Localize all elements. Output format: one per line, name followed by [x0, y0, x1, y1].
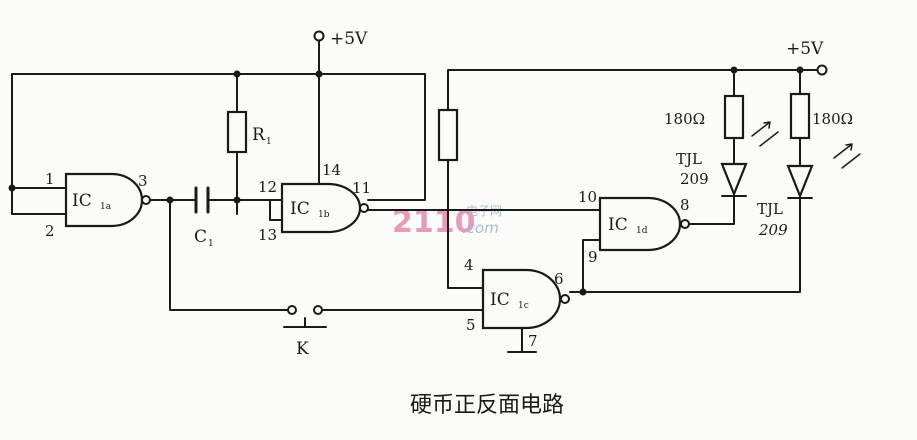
vcc-terminal-left	[313, 30, 325, 42]
label-r-left: 180Ω	[664, 110, 705, 128]
wire-right-rail	[447, 69, 819, 111]
vcc-terminal-right	[816, 64, 828, 76]
wire-switch	[169, 199, 484, 311]
label-r1-sub: 1	[266, 137, 272, 147]
label-led-left-type: TJL	[676, 150, 702, 168]
gate-label-ic1a: IC	[72, 191, 92, 211]
junction-dot	[233, 70, 241, 78]
pin-label: 7	[528, 332, 538, 350]
junction-dot	[315, 70, 323, 78]
gate-ic1a	[64, 172, 151, 228]
wire-ground	[507, 326, 537, 353]
gate-ic1d	[598, 196, 690, 252]
pin-label: 4	[464, 256, 474, 274]
vcc-label-left: +5V	[330, 29, 368, 49]
gate-sub-ic1a: 1a	[100, 202, 112, 212]
label-led-right-type: TJL	[757, 200, 783, 218]
junction-dot	[579, 288, 587, 296]
pin-label: 13	[258, 226, 277, 244]
resistor-180-right	[789, 92, 811, 140]
label-r-right: 180Ω	[812, 110, 853, 128]
pin-label: 3	[138, 172, 148, 190]
resistor-r1	[226, 110, 248, 154]
pin-label: 5	[466, 316, 476, 334]
watermark-com: .com	[462, 219, 499, 237]
wire-ic1c-to-ic1d	[569, 239, 601, 293]
pin-label: 12	[258, 178, 277, 196]
switch-contact-left	[287, 305, 297, 315]
wire-right-resistor-down	[447, 159, 484, 289]
label-led-right-num: 209	[758, 221, 788, 239]
diagram-caption: 硬币正反面电路	[410, 393, 564, 418]
capacitor-c1	[194, 186, 210, 214]
switch-contact-right	[313, 305, 323, 315]
led-left	[720, 121, 779, 197]
wire-right-led-branch	[582, 69, 801, 293]
junction-dot	[730, 66, 738, 74]
junction-dot	[233, 196, 241, 204]
resistor-180-left	[723, 94, 745, 140]
gate-ic1c	[481, 268, 570, 330]
wire-ic1a-inputs	[11, 187, 67, 215]
label-c1-sub: 1	[208, 239, 214, 249]
gate-label-ic1c: IC	[490, 290, 510, 310]
junction-dot	[8, 184, 16, 192]
resistor-rail	[437, 108, 459, 162]
pin-label: 14	[322, 161, 341, 179]
gate-sub-ic1b: 1b	[318, 210, 330, 220]
pin-label: 10	[578, 188, 597, 206]
vcc-label-right: +5V	[786, 39, 824, 59]
gate-label-ic1d: IC	[608, 215, 628, 235]
switch-actuator[interactable]	[283, 317, 327, 328]
pin-label: 11	[352, 179, 371, 197]
pin-label: 1	[45, 170, 55, 188]
label-switch: K	[296, 339, 309, 359]
gate-label-ic1b: IC	[290, 199, 310, 219]
wire-feedback-loop	[11, 73, 426, 201]
gate-ic1b	[280, 182, 369, 234]
junction-dot	[166, 196, 174, 204]
pin-label: 6	[554, 270, 564, 288]
led-right	[786, 143, 861, 199]
label-r1: R	[252, 125, 266, 145]
junction-dot	[796, 66, 804, 74]
pin-label: 8	[680, 196, 690, 214]
wire-left-led-branch	[689, 69, 735, 225]
gate-sub-ic1d: 1d	[636, 226, 648, 236]
pin-label: 9	[588, 248, 598, 266]
pin-label: 2	[45, 222, 55, 240]
label-led-left-num: 209	[680, 170, 709, 188]
gate-sub-ic1c: 1c	[518, 301, 529, 311]
wire-c1-to-ic1b	[207, 199, 283, 221]
label-c1: C	[194, 227, 207, 247]
